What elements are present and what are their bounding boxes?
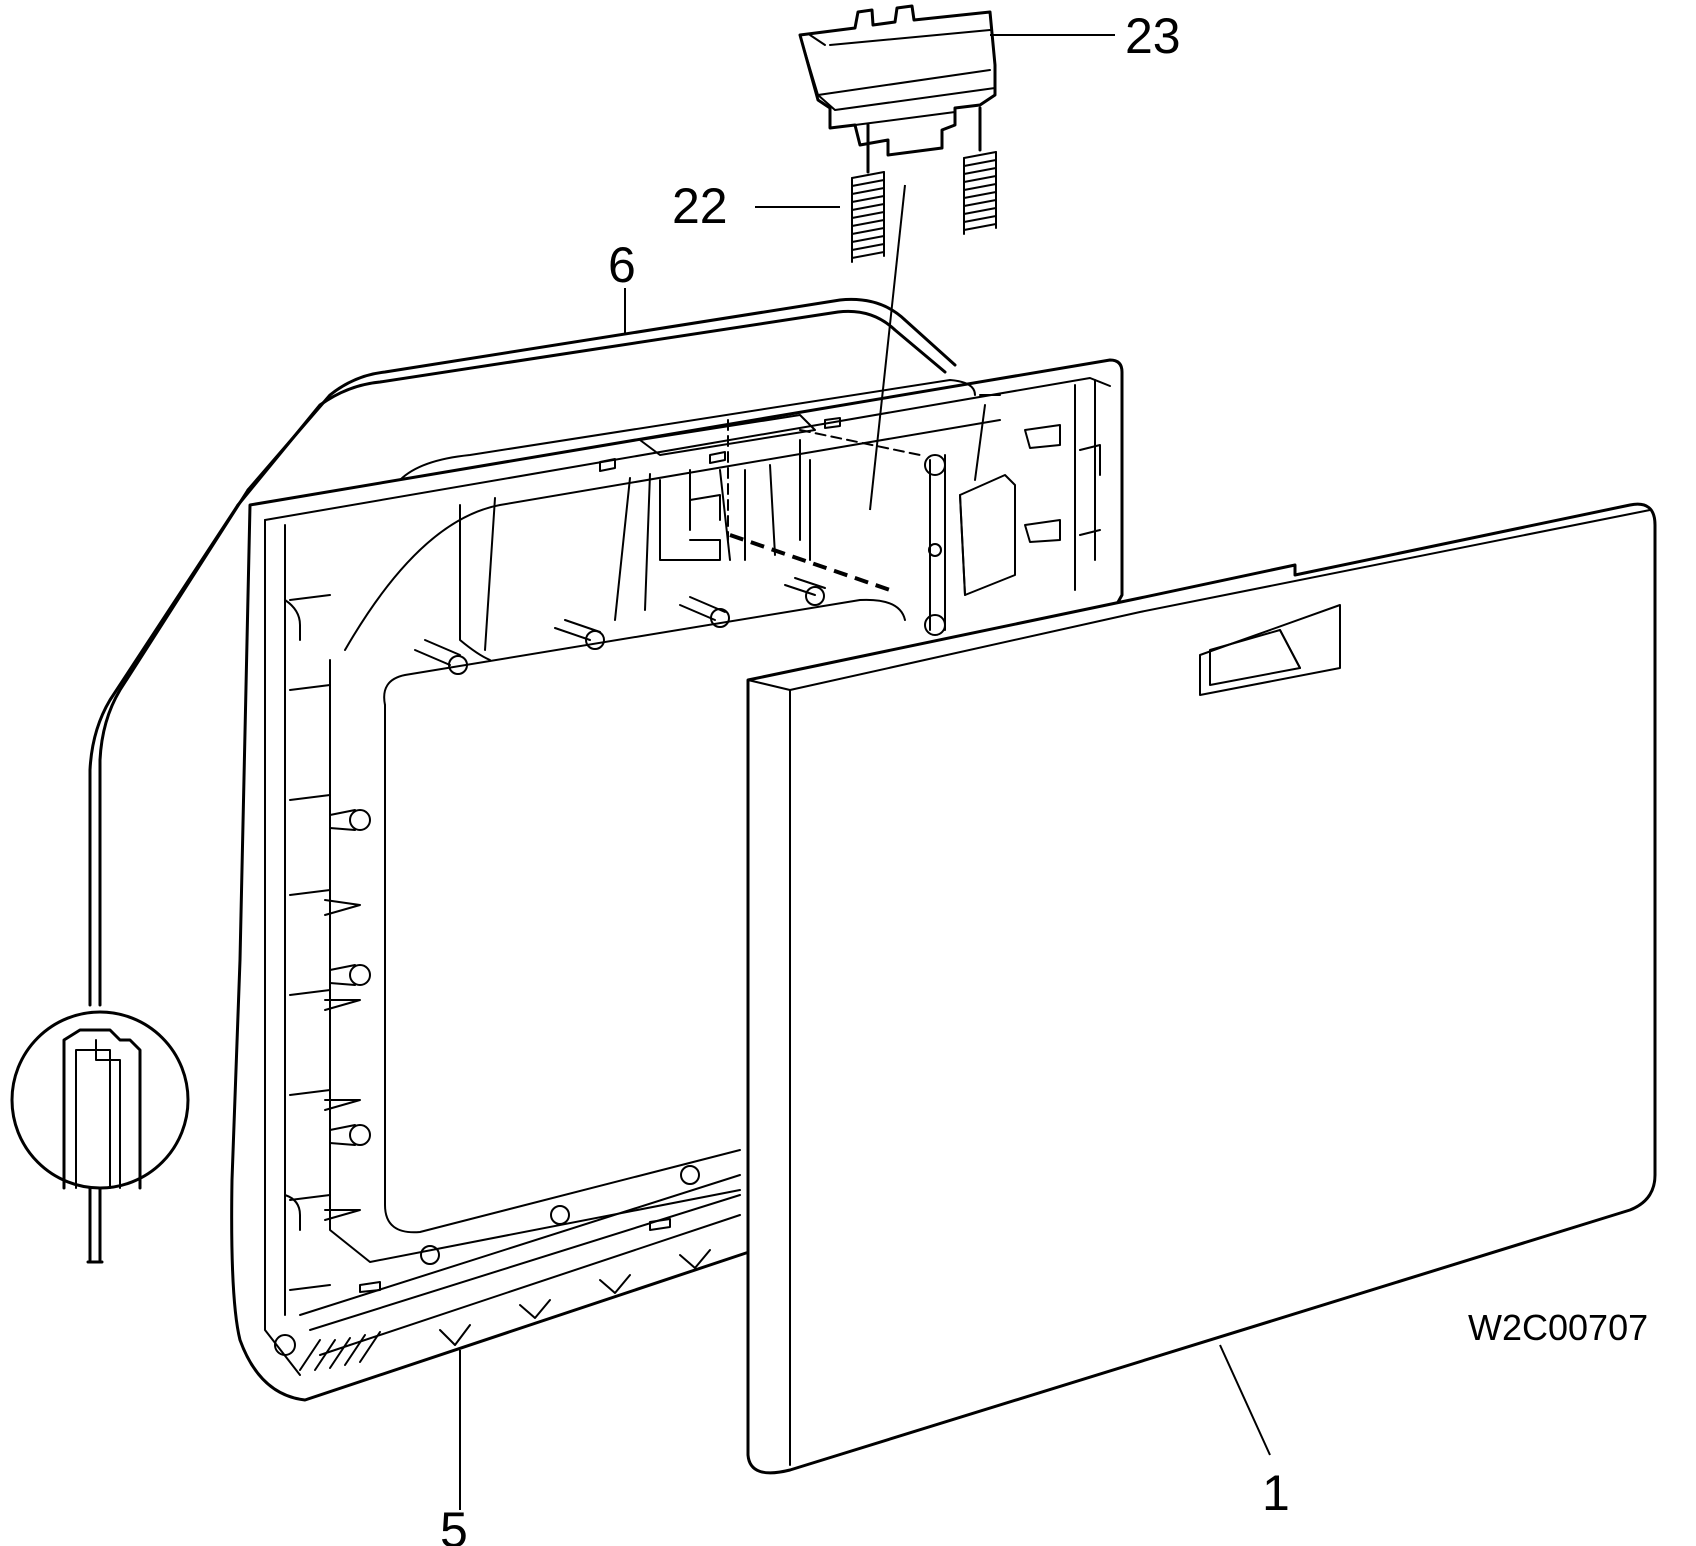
spring-part-22-right: [963, 106, 997, 235]
callout-5: 5: [440, 1502, 468, 1546]
callout-6: 6: [608, 237, 636, 293]
spring-part-22-left: [851, 123, 885, 263]
inner-door-frame-part-5: [230, 358, 1124, 1402]
drawing-code: W2C00707: [1468, 1307, 1648, 1348]
callout-23: 23: [1125, 8, 1181, 64]
gasket-section-detail: [10, 1010, 190, 1190]
callout-22: 22: [672, 178, 728, 234]
leader-lines: [459, 34, 1271, 1510]
door-gasket-part-6: [86, 297, 957, 1264]
outer-door-panel-part-1: [746, 502, 1657, 1475]
assembly-dashed-lines: [727, 184, 921, 592]
latch-assembly-part-23: [798, 4, 997, 157]
callout-1: 1: [1262, 1465, 1290, 1521]
